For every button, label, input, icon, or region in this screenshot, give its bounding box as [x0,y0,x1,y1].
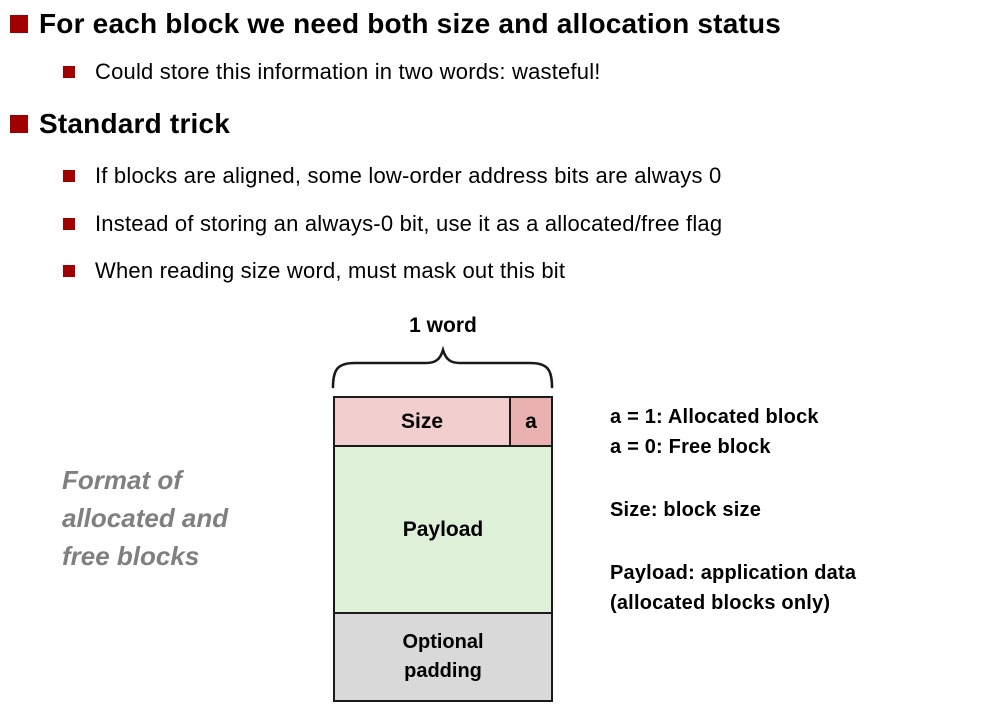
legend-line: Payload: application data [610,562,857,584]
bullet-item-1: For each block we need both size and all… [10,6,781,42]
legend-line: a = 1: Allocated block [610,406,819,428]
legend-line: (allocated blocks only) [610,592,831,614]
bullet-text: For each block we need both size and all… [39,8,782,39]
diagram-caption: Format of allocated and free blocks [62,461,302,575]
legend-group-size: Size: block size [610,495,970,525]
header-word-row: Size a [335,398,551,447]
bullet-text: If blocks are aligned, some low-order ad… [95,163,722,188]
legend-group-flag: a = 1: Allocated block a = 0: Free block [610,402,970,462]
bullet-item-6: When reading size word, must mask out th… [63,256,565,286]
bullet-item-5: Instead of storing an always-0 bit, use … [63,209,722,239]
bullet-text: Standard trick [39,108,231,139]
size-cell-label: Size [400,409,444,433]
payload-cell-label: Payload [402,517,484,541]
bullet-text: Instead of storing an always-0 bit, use … [95,211,723,236]
caption-line: Format of [62,465,182,495]
caption-line: allocated and [62,503,229,533]
bullet-square-icon [10,115,28,133]
flag-cell-label: a [525,409,537,433]
sub-bullet-square-icon [63,66,75,78]
allocated-flag-cell: a [509,398,551,445]
caption-line: free blocks [62,541,200,571]
optional-padding-cell: Optional padding [335,614,551,700]
block-format-diagram: Size a Payload Optional padding [333,396,553,702]
legend-line: Size: block size [610,499,762,521]
diagram-legend: a = 1: Allocated block a = 0: Free block… [610,402,970,651]
sub-bullet-square-icon [63,170,75,182]
legend-line: a = 0: Free block [610,436,771,458]
bullet-text: Could store this information in two word… [95,59,601,84]
padding-cell-label: Optional padding [402,631,484,682]
bullet-item-4: If blocks are aligned, some low-order ad… [63,161,721,191]
legend-group-payload: Payload: application data (allocated blo… [610,558,970,618]
bullet-item-2: Could store this information in two word… [63,57,601,87]
curly-brace-icon [331,346,554,389]
word-width-label: 1 word [409,314,477,337]
payload-cell: Payload [335,447,551,614]
bullet-text: When reading size word, must mask out th… [95,258,566,283]
bullet-item-3: Standard trick [10,106,230,142]
sub-bullet-square-icon [63,265,75,277]
size-cell: Size [335,398,509,445]
sub-bullet-square-icon [63,218,75,230]
bullet-square-icon [10,15,28,33]
